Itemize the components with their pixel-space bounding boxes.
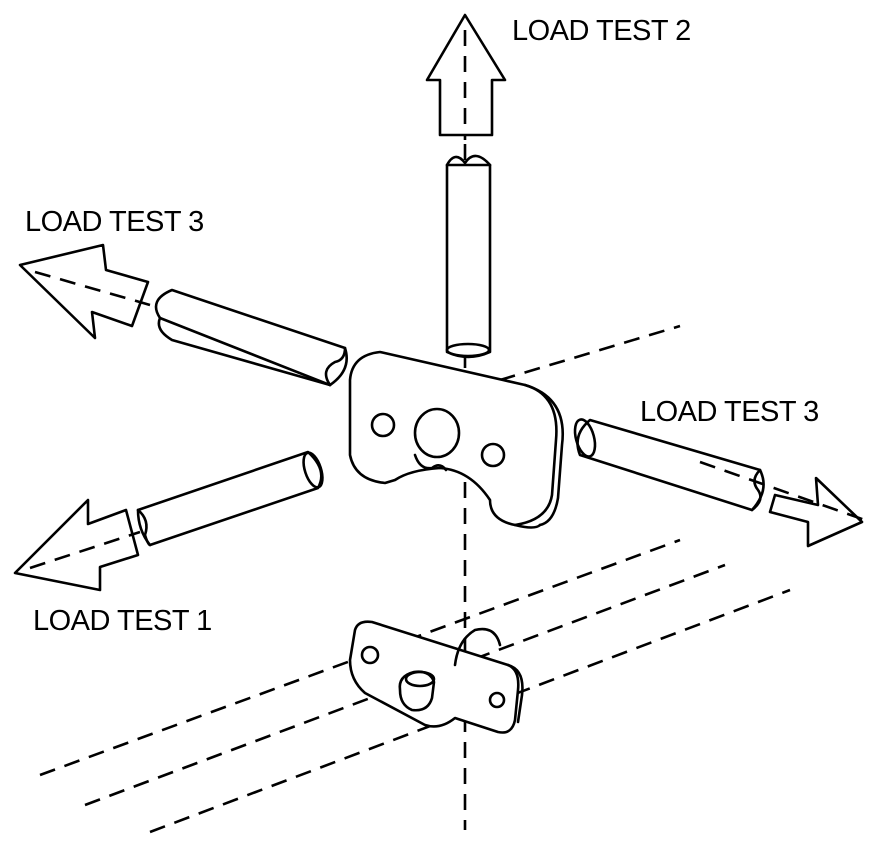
load-test-3-left-arrow: [18, 243, 151, 340]
label-load-test-2: LOAD TEST 2: [512, 15, 691, 47]
upper-axis-line: [399, 324, 681, 412]
upper-fitting: [348, 350, 565, 529]
load-test-3-right-rod: [573, 418, 765, 512]
load-test-2-rod: [445, 154, 492, 359]
load-test-2-arrow: [425, 13, 507, 140]
load-test-1-arrow: [13, 498, 141, 592]
label-load-test-3-left: LOAD TEST 3: [25, 206, 204, 238]
label-load-test-1: LOAD TEST 1: [33, 605, 212, 637]
load-test-3-right-arrow: [699, 460, 866, 548]
load-test-3-left-rod: [154, 288, 348, 387]
load-test-1-rod: [136, 450, 324, 547]
label-load-test-3-right: LOAD TEST 3: [640, 396, 819, 428]
lower-fitting: [348, 620, 524, 734]
